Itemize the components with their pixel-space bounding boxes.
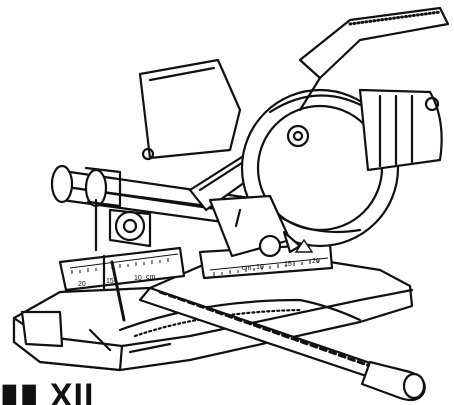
- base-left-foot: [20, 310, 64, 348]
- lock-lever: [110, 260, 126, 322]
- caption-text: ▮▮ XII: [0, 377, 95, 405]
- top-handle: [298, 6, 450, 80]
- scale-left-20: 20: [78, 281, 86, 288]
- guard-plate: [138, 58, 242, 160]
- warning-triangle-icon: [294, 238, 314, 253]
- upper-guard: [240, 88, 400, 248]
- bevel-pivot: [114, 210, 146, 242]
- scale-right-unit: cm: [242, 265, 252, 272]
- scale-left-unit: cm: [146, 274, 156, 281]
- left-fence: [58, 246, 186, 292]
- scale-right-10: 10: [256, 264, 264, 271]
- bevel-scale-right: [209, 257, 329, 276]
- bevel-scale-left: [69, 253, 179, 274]
- miter-table-arc: [118, 298, 362, 332]
- scale-right-15: 15: [284, 261, 292, 268]
- scale-right-20: 20: [312, 258, 320, 265]
- blade-arbor: [286, 124, 310, 148]
- scale-left-10: 10: [134, 275, 142, 282]
- motor-housing: [358, 88, 443, 172]
- scale-left-15: 15: [106, 278, 114, 285]
